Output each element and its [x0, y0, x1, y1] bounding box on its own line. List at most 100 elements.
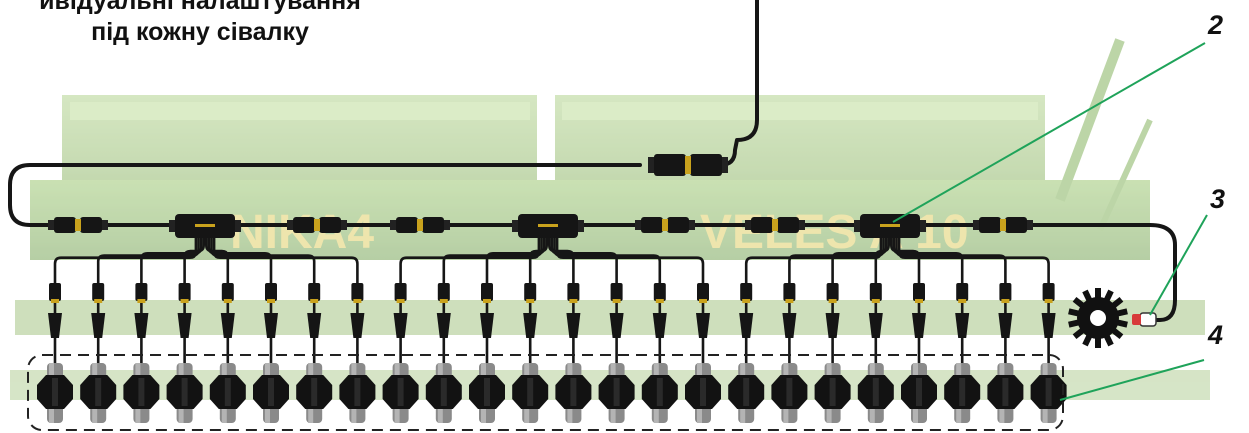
sensor-window	[1045, 378, 1052, 406]
seed-tube-sensor-icon	[37, 375, 73, 409]
plug-connector-icon	[287, 217, 347, 233]
connector-female	[690, 154, 722, 176]
callout-3: 3	[1210, 184, 1226, 214]
seed-tube-sensor-icon	[166, 375, 203, 409]
sensor-window	[786, 378, 793, 406]
hub-label-strip	[195, 224, 215, 227]
sensor-window	[484, 378, 490, 406]
branch-connector	[524, 283, 537, 301]
sensor-plug	[177, 313, 192, 338]
sensor-window	[1002, 378, 1009, 406]
sensor-plug	[566, 313, 581, 338]
sensor-window	[397, 378, 404, 406]
branch-connector-latch	[267, 299, 275, 303]
branch-connector	[697, 283, 709, 301]
sensor-line	[728, 283, 765, 423]
hub-label-strip	[538, 224, 558, 227]
branch-connector	[783, 283, 796, 301]
sensor-line	[339, 283, 376, 423]
sensor-window	[700, 378, 706, 406]
branch-connector	[481, 283, 493, 301]
branch-cable	[895, 238, 1007, 372]
branch-connector	[135, 283, 148, 301]
sensor-line	[469, 283, 505, 423]
sensor-plug	[91, 313, 106, 338]
branch-connector	[826, 283, 839, 301]
gear-tooth	[1095, 288, 1101, 300]
sensor-line	[425, 283, 462, 423]
connector-female	[80, 217, 102, 233]
sensor-group-frame	[27, 354, 1064, 431]
branch-cable	[555, 238, 705, 372]
seed-tube-sensor-icon	[555, 375, 592, 409]
sensor-line	[641, 283, 678, 423]
heading: ивідуальні налаштування під кожну сівалк…	[0, 0, 400, 48]
branch-connector-latch	[310, 299, 319, 303]
connector-female	[319, 217, 341, 233]
branch-connector-latch	[612, 299, 621, 303]
main-harness	[8, 0, 1177, 322]
sensor-line	[382, 283, 419, 423]
leader-line-4	[1059, 359, 1205, 401]
branch-connector-latch	[526, 299, 535, 303]
branch-connector	[308, 283, 321, 301]
seed-tube-sensor-icon	[944, 375, 981, 409]
leader-line-3	[1149, 214, 1208, 316]
sensor-line	[771, 283, 808, 423]
sensor-plug	[264, 313, 278, 338]
seed-tube-sensor-icon	[123, 375, 160, 409]
leader-lines	[892, 42, 1208, 401]
rotation-sensor-head	[1132, 312, 1157, 327]
seed-tube-sensor-icon	[641, 375, 678, 409]
connector-latch	[314, 219, 320, 231]
sensor-line	[901, 283, 937, 423]
connector-boot	[635, 220, 641, 230]
connector-boot	[341, 220, 347, 230]
sensor-plug	[523, 313, 538, 338]
callout-2: 2	[1208, 10, 1224, 40]
branch-cable	[874, 238, 890, 372]
connector-boot	[444, 220, 450, 230]
connector-boot	[745, 220, 751, 230]
sensor-line	[166, 283, 203, 423]
sensor-line	[944, 283, 981, 423]
sensor-plug	[436, 313, 451, 338]
connector-female	[1005, 217, 1027, 233]
sensor-window	[916, 378, 922, 406]
sensor-window	[138, 378, 145, 406]
branch-connector-latch	[223, 299, 232, 303]
branch-connector	[92, 283, 105, 301]
sensor-plug	[609, 313, 624, 338]
branch-connector	[869, 283, 882, 301]
seed-tube-sensor-icon	[857, 375, 894, 409]
seed-tube-sensor-icon	[382, 375, 419, 409]
sensor-window	[872, 378, 879, 406]
branch-connector-latch	[396, 299, 405, 303]
branch-connector-latch	[871, 299, 880, 303]
branch-connector-latch	[94, 299, 103, 303]
branch-connector-latch	[958, 299, 967, 303]
connector-male	[641, 217, 663, 233]
hub-gland	[854, 220, 860, 232]
branch-connector	[178, 283, 191, 301]
connector-latch	[417, 219, 423, 231]
sensor-branch-group	[37, 238, 1067, 423]
sensor-window	[311, 378, 318, 406]
seed-tube-sensor-icon	[685, 375, 721, 409]
sensor-window	[52, 378, 58, 406]
gear-icon	[1068, 288, 1128, 348]
branch-cable	[210, 238, 316, 372]
seed-tube-sensor-icon	[469, 375, 505, 409]
branch-cable	[212, 238, 359, 372]
connector-boot	[648, 157, 654, 173]
leader-line-2	[892, 42, 1206, 223]
branch-cable	[183, 238, 205, 372]
hub-gland	[512, 220, 518, 232]
branch-cable	[553, 238, 662, 372]
seed-tube-sensor-icon	[339, 375, 376, 409]
branch-connector	[999, 283, 1012, 301]
connector-group	[48, 154, 1033, 233]
connector-latch	[1000, 219, 1006, 231]
sensor-plug	[393, 313, 408, 338]
main-cable-trunk	[718, 0, 759, 167]
